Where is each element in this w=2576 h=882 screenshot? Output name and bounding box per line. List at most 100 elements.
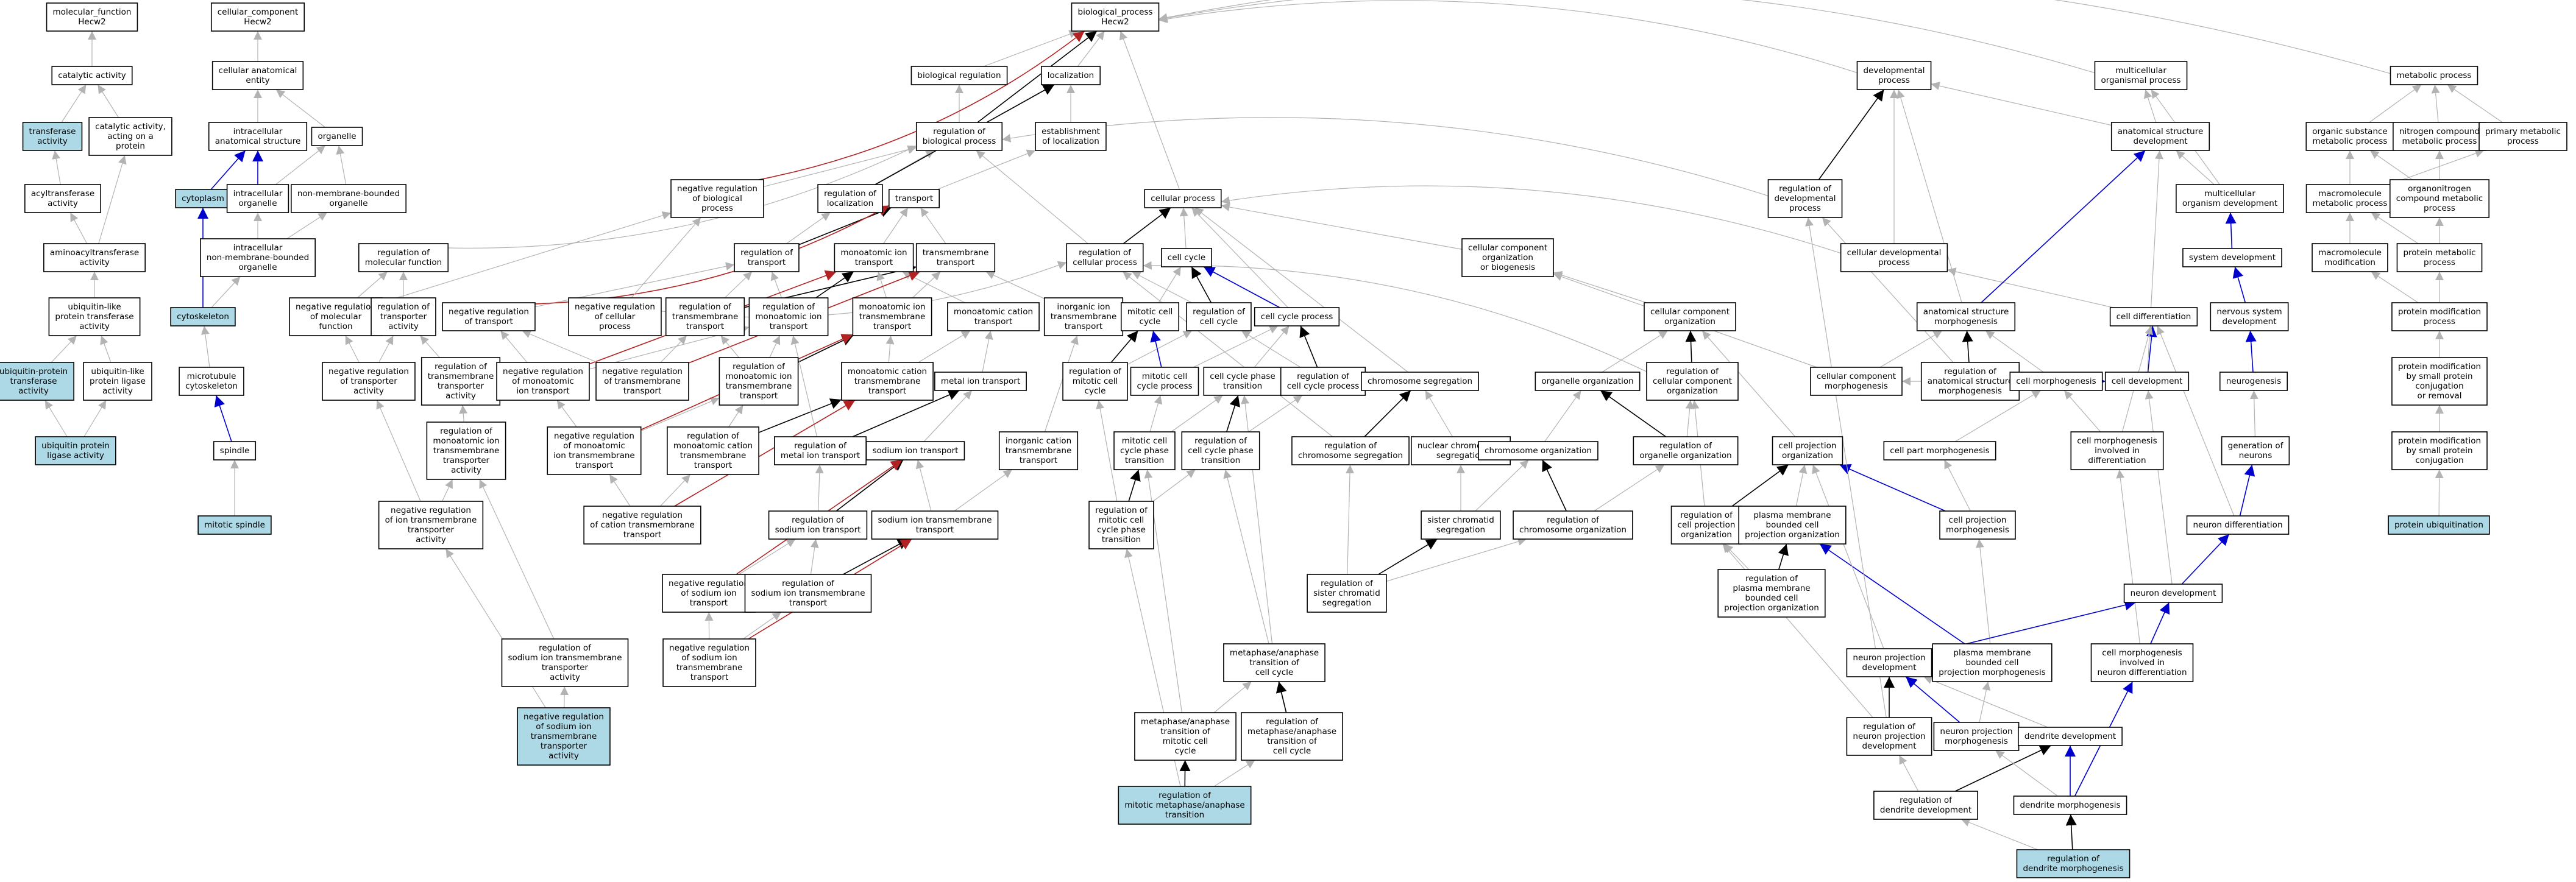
go-term-node[interactable]: cell differentiation [2109,307,2198,326]
go-term-node[interactable]: cellular process [1144,189,1222,208]
go-term-node[interactable]: regulation oftransmembranetransporteract… [420,357,501,406]
go-term-node[interactable]: neurogenesis [2219,372,2288,391]
go-term-node[interactable]: cytoplasm [175,189,231,208]
go-term-node[interactable]: sodium ion transport [865,441,965,460]
go-term-node[interactable]: cell cycle [1160,248,1213,267]
go-term-node[interactable]: metabolic process [2390,66,2478,85]
go-term-node[interactable]: cell morphogenesis [2009,372,2103,391]
go-term-node[interactable]: intracellularnon-membrane-boundedorganel… [200,238,316,277]
go-term-node[interactable]: spindle [213,441,257,460]
go-term-node[interactable]: regulation ofmetaphase/anaphasetransitio… [1241,712,1343,761]
go-term-node[interactable]: neuron differentiation [2186,515,2290,535]
go-term-node[interactable]: catalytic activity [51,66,133,85]
go-term-node[interactable]: mitotic spindle [197,515,272,535]
go-term-node[interactable]: dendrite development [2018,727,2123,746]
go-term-node[interactable]: chromosome organization [1478,441,1598,460]
go-term-node[interactable]: chromosome segregation [1361,372,1479,391]
go-term-node[interactable]: organelle organization [1535,372,1641,391]
go-term-node[interactable]: biological regulation [910,66,1008,85]
go-term-node[interactable]: organelle [311,127,363,146]
go-term-node[interactable]: dendrite morphogenesis [2013,796,2127,815]
go-term-node[interactable]: transport [889,189,940,208]
